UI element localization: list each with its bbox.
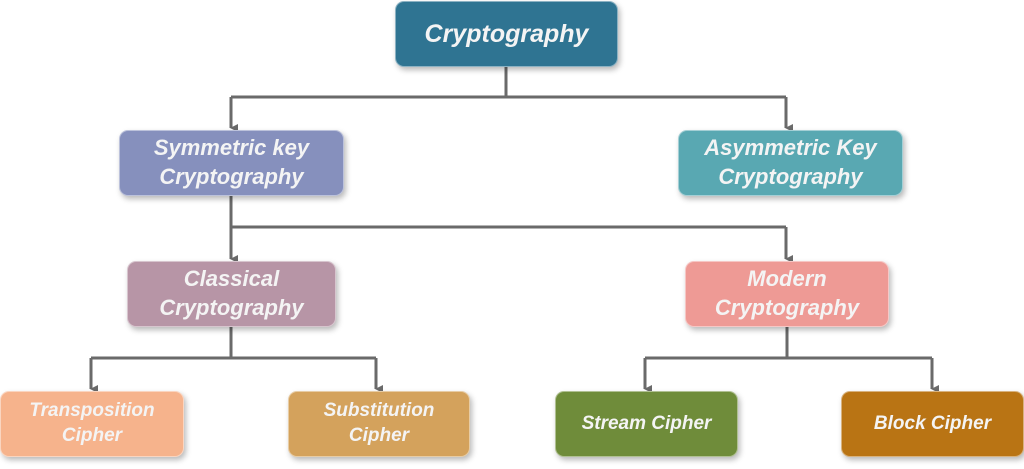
node-block-label: Block Cipher [873,412,992,434]
node-asymmetric-label-line1: Asymmetric Key [704,135,877,161]
connector-classical-branch [89,327,383,393]
node-classical-label-line2: Cryptography [159,295,304,320]
node-asymmetric-label-line2: Cryptography [718,164,863,189]
node-transposition-label-line2: Cipher [61,425,123,446]
node-classical-label-line1: Classical [183,266,280,292]
connector-modern-branch [643,327,939,393]
connector-root-branch [229,67,793,132]
node-classical-cryptography: Classical Cryptography [127,261,336,327]
node-symmetric-label-line2: Cryptography [159,164,304,189]
node-substitution-label-line2: Cipher [348,425,410,446]
node-transposition-label-line1: Transposition [29,400,155,422]
node-block-cipher: Block Cipher [841,391,1024,457]
node-modern-cryptography: Modern Cryptography [685,261,889,327]
node-symmetric-label-line1: Symmetric key [153,135,310,161]
node-cryptography-label: Cryptography [424,19,589,48]
node-stream-label: Stream Cipher [581,412,712,434]
node-symmetric-key-cryptography: Symmetric key Cryptography [119,130,344,196]
node-modern-label-line2: Cryptography [714,295,860,320]
node-substitution-label-line1: Substitution [323,400,435,422]
node-modern-label-line1: Modern [747,266,827,292]
node-asymmetric-key-cryptography: Asymmetric Key Cryptography [678,130,903,196]
node-stream-cipher: Stream Cipher [555,391,738,457]
connector-symmetric-branch [229,196,793,263]
node-substitution-cipher: Substitution Cipher [288,391,470,457]
node-cryptography: Cryptography [395,1,618,67]
node-transposition-cipher: Transposition Cipher [0,391,184,457]
